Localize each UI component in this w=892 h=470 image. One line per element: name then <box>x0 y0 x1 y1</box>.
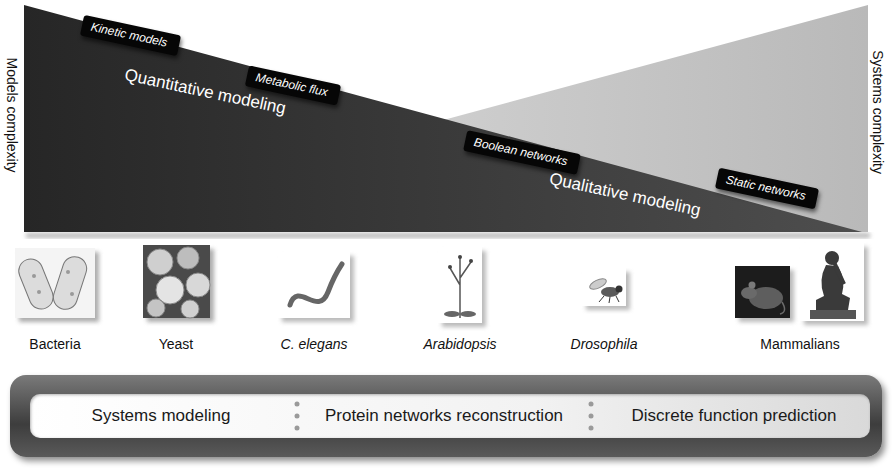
worm-picture <box>278 252 354 322</box>
picture-frame <box>143 245 210 318</box>
granule <box>37 290 41 294</box>
yeast-cell <box>147 249 173 275</box>
yeast-cell <box>147 299 165 317</box>
mouse-ear <box>749 282 756 289</box>
plant-picture <box>438 247 486 327</box>
fly-legs <box>599 296 619 303</box>
tag-text: Static networks <box>724 172 809 204</box>
flower <box>469 259 473 263</box>
separator-dot <box>295 426 300 431</box>
organism-label: Arabidopsis <box>423 336 496 352</box>
scope-text: Protein networks reconstruction <box>325 406 563 426</box>
plant-stem <box>450 258 471 318</box>
yeast-cell <box>181 300 199 318</box>
method-tag: Boolean networks <box>463 130 581 175</box>
statue-arm <box>834 262 844 284</box>
bar-panel: Systems modeling Protein networks reconst… <box>30 394 870 438</box>
thinker-picture <box>800 243 868 325</box>
separator-dot <box>295 414 300 419</box>
scope-text: Discrete function prediction <box>631 406 836 426</box>
scope-bar: Systems modeling Protein networks reconst… <box>10 375 882 457</box>
mouse-head <box>741 287 757 299</box>
method-tag: Static networks <box>715 167 819 209</box>
separator-dot <box>589 402 594 407</box>
mouse-tail <box>780 302 785 314</box>
statue-body <box>816 265 850 310</box>
organism-label: Drosophila <box>571 336 638 352</box>
leaf <box>460 311 476 317</box>
tag-text: Kinetic models <box>89 19 171 51</box>
separator-dot <box>589 414 594 419</box>
picture-frame <box>800 243 864 321</box>
models-triangle <box>24 5 862 232</box>
organism-label: Yeast <box>159 336 194 352</box>
statue-head <box>825 251 839 265</box>
granule <box>32 274 36 278</box>
picture-frame <box>15 248 95 318</box>
granule <box>70 292 74 296</box>
yeast-picture <box>143 245 214 322</box>
worm <box>290 264 342 305</box>
leaf <box>444 311 460 317</box>
yeast-cell <box>177 247 199 269</box>
statue-pedestal <box>810 310 856 319</box>
fly-picture <box>582 268 630 310</box>
separator-dot <box>589 426 594 431</box>
ground-shadow <box>26 233 870 238</box>
scope-text: Systems modeling <box>92 406 231 426</box>
flower <box>458 255 462 259</box>
picture-frame <box>278 252 350 318</box>
flower <box>448 265 452 269</box>
picture-frame <box>438 247 482 323</box>
picture-frame <box>735 266 790 318</box>
method-tag: Kinetic models <box>79 14 180 55</box>
bacteria-picture <box>15 248 99 322</box>
yeast-cell <box>186 273 210 297</box>
region-label: Qualitative modeling <box>548 169 703 220</box>
separator-dot <box>295 402 300 407</box>
tag-text: Boolean networks <box>473 134 572 169</box>
bacterium <box>15 255 57 312</box>
fly-head <box>616 286 623 293</box>
picture-frame <box>582 268 626 306</box>
organism-label: Mammalians <box>760 336 839 352</box>
axis-label: Models complexity <box>4 57 20 172</box>
granule <box>66 270 70 274</box>
organism-label: C. elegans <box>281 336 348 352</box>
organism-label: Bacteria <box>29 336 80 352</box>
mouse-picture <box>735 266 794 322</box>
bacterium <box>50 254 90 313</box>
axis-label: Systems complexity <box>870 50 886 174</box>
